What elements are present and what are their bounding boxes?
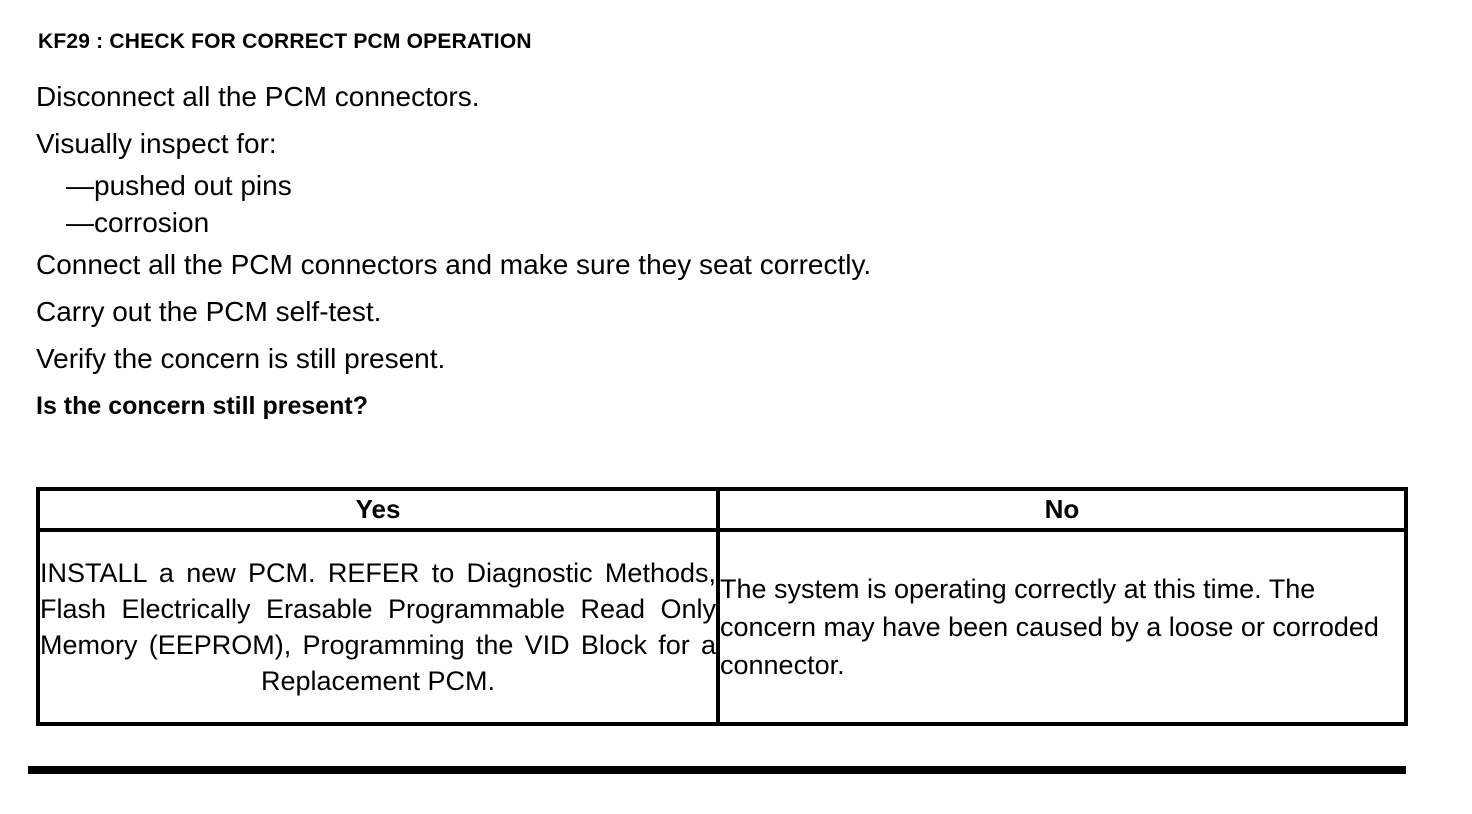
- table-row: INSTALL a new PCM. REFER to Diagnostic M…: [36, 528, 1408, 726]
- procedure-step: Visually inspect for:: [36, 128, 277, 159]
- procedure-step: Carry out the PCM self-test.: [36, 296, 382, 327]
- no-action-cell: The system is operating correctly at thi…: [716, 528, 1408, 726]
- procedure-steps: Disconnect all the PCM connectors. Visua…: [36, 73, 1416, 431]
- procedure-step: Disconnect all the PCM connectors.: [36, 81, 480, 112]
- footer-divider: [28, 766, 1406, 774]
- yes-action-cell: INSTALL a new PCM. REFER to Diagnostic M…: [36, 528, 720, 726]
- decision-table: Yes No INSTALL a new PCM. REFER to Diagn…: [36, 487, 1408, 726]
- decision-question: Is the concern still present?: [36, 392, 369, 420]
- inspection-item: —pushed out pins: [66, 170, 292, 201]
- page-title: KF29 : CHECK FOR CORRECT PCM OPERATION: [38, 30, 532, 53]
- procedure-step: Verify the concern is still present.: [36, 343, 446, 374]
- column-header-yes: Yes: [36, 487, 720, 532]
- inspection-item: —corrosion: [66, 207, 210, 238]
- column-header-no: No: [716, 487, 1408, 532]
- table-header-row: Yes No: [36, 487, 1408, 532]
- procedure-step: Connect all the PCM connectors and make …: [36, 249, 872, 280]
